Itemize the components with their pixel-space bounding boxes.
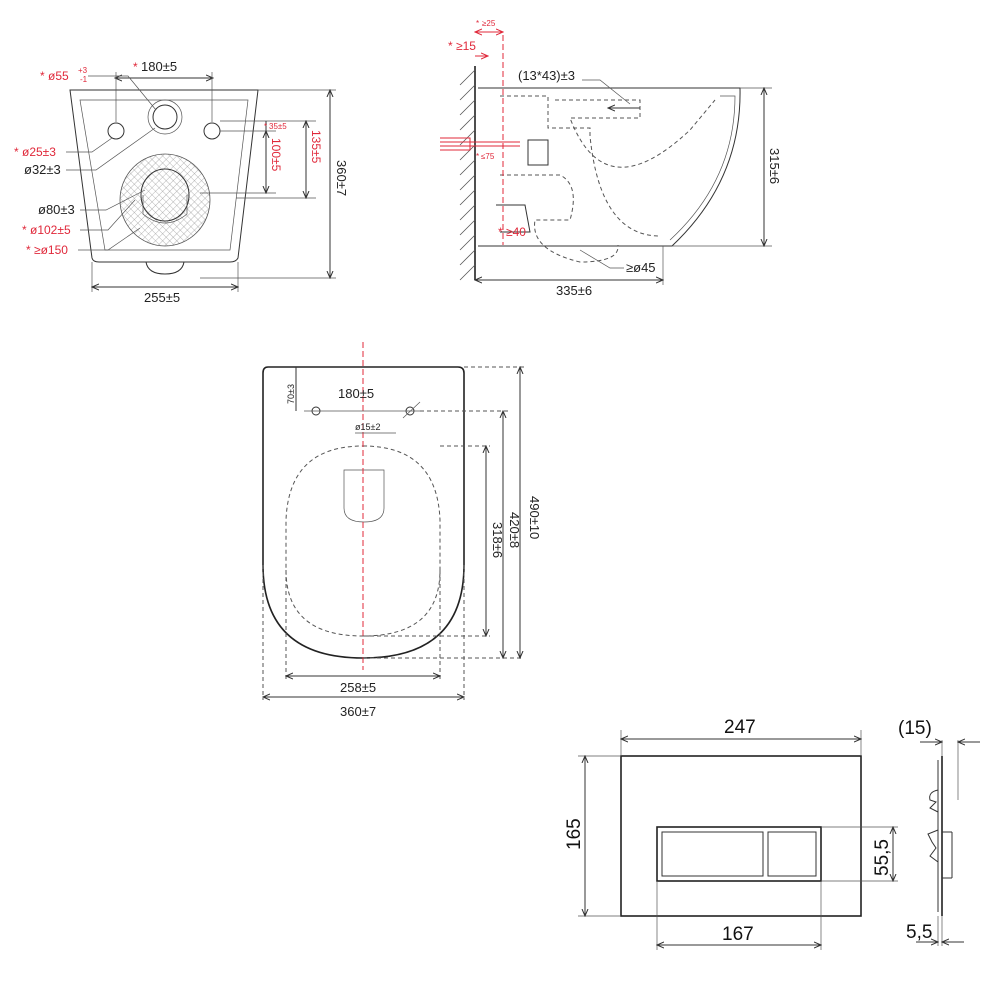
water-inlet-boss xyxy=(147,99,183,135)
dim-35-star: * xyxy=(264,122,267,131)
water-inlet-hole xyxy=(152,104,178,130)
button-frame xyxy=(656,826,822,882)
dim-247-label: 247 xyxy=(724,717,756,738)
dim-15-label: ø15±2 xyxy=(355,422,380,432)
dim-15-label: (15) xyxy=(898,718,932,739)
dim-318-label: 318±6 xyxy=(490,522,505,558)
fixing-hole-right xyxy=(203,122,221,140)
leader-25 xyxy=(66,137,113,153)
profile-clip-bottom xyxy=(927,829,939,900)
dim-80-label: ø80±3 xyxy=(38,202,75,217)
dim-255-label: 255±5 xyxy=(144,290,180,305)
dim-13x43-label: (13*43)±3 xyxy=(518,68,575,83)
dim-32-label: ø32±3 xyxy=(24,162,61,177)
dim-490-label: 490±10 xyxy=(527,496,542,539)
dim-100-label: 100±5 xyxy=(269,138,283,172)
plate-outline xyxy=(620,755,862,917)
leader-32 xyxy=(66,127,156,171)
fixing-hole-left xyxy=(107,122,125,140)
side-rib xyxy=(527,139,549,166)
dim-55-tol-up: +3 xyxy=(78,66,88,75)
side-view: (13*43)±3 * ≥25 * ≥15 * ≤75 * ≥40 ≥ø45 3… xyxy=(440,19,782,298)
dim-75-star: * xyxy=(476,152,479,161)
dim-180-label: 180±5 xyxy=(141,59,177,74)
plate-side-profile: (15) 5,5 xyxy=(898,718,980,946)
dim-15-star: * xyxy=(448,39,453,53)
dim-167-label: 167 xyxy=(722,924,754,945)
dim-360-label: 360±7 xyxy=(340,704,376,719)
front-view: * 180±5 * ø55 +3 -1 * ø25±3 ø32±3 ø80±3 … xyxy=(14,59,349,305)
outlet-notch xyxy=(343,469,385,523)
dim-102-label: ø102±5 xyxy=(30,223,71,237)
outlet-mesh xyxy=(119,153,211,247)
dim-15-label: ≥15 xyxy=(456,39,476,53)
side-trapway xyxy=(500,95,661,237)
leader-80 xyxy=(80,189,146,211)
dim-55-tol-dn: -1 xyxy=(80,75,88,84)
hinge-leader xyxy=(402,401,421,419)
flush-plate: 247 165 55,5 167 (15) xyxy=(564,717,980,950)
profile-clip-top xyxy=(929,789,939,813)
dim-55-star: * xyxy=(40,69,45,83)
dim-315-label: 315±6 xyxy=(767,148,782,184)
dim-25-star: * xyxy=(14,145,19,159)
dim-45-label: ≥ø45 xyxy=(626,260,656,275)
side-outlet-flange xyxy=(496,204,531,233)
dim-35-label: 35±5 xyxy=(269,122,287,131)
dim-75-label: ≤75 xyxy=(481,152,495,161)
leader-45 xyxy=(579,249,624,269)
dim-180-label: 180±5 xyxy=(338,386,374,401)
dim-165-label: 165 xyxy=(564,818,585,850)
dim-102-star: * xyxy=(22,223,27,237)
dim-25-label: ø25±3 xyxy=(22,145,56,159)
wall-hatch xyxy=(459,69,476,281)
dim-55-5-label: 55,5 xyxy=(872,839,893,876)
dim-40-star: * xyxy=(498,225,503,239)
leader-13x43 xyxy=(582,79,631,105)
button-large[interactable] xyxy=(661,831,764,877)
side-outlet-path xyxy=(500,174,619,263)
button-small[interactable] xyxy=(767,831,817,877)
dim-70-label: 70±3 xyxy=(286,384,296,404)
dim-360-label: 360±7 xyxy=(334,160,349,196)
dim-25-label: ≥25 xyxy=(482,19,496,28)
dim-335-label: 335±6 xyxy=(556,283,592,298)
dim-150-star: * xyxy=(26,243,31,257)
dim-258-label: 258±5 xyxy=(340,680,376,695)
bolt-head xyxy=(440,137,471,151)
front-bowl-outline xyxy=(69,89,259,263)
outlet-pipe-body xyxy=(142,195,188,224)
side-inner-bowl xyxy=(555,99,716,168)
dim-25-star: * xyxy=(476,19,479,28)
dim-5-5-label: 5,5 xyxy=(906,922,932,943)
side-bowl-outline xyxy=(478,87,741,247)
leader-55 xyxy=(88,75,157,111)
front-lip xyxy=(145,261,185,275)
dim-135-label: 135±5 xyxy=(309,130,323,164)
leader-102 xyxy=(80,199,136,231)
side-rim xyxy=(669,95,736,241)
dim-40-label: ≥40 xyxy=(506,225,526,239)
dim-150-label: ≥ø150 xyxy=(34,243,68,257)
dim-180-star: * xyxy=(133,60,138,74)
leader-150 xyxy=(78,227,141,251)
front-bowl-inner xyxy=(79,99,249,251)
outlet-pipe xyxy=(140,168,190,222)
dim-420-label: 420±8 xyxy=(507,512,522,548)
top-view: 70±3 180±5 ø15±2 490±10 420±8 318±6 258±… xyxy=(263,342,542,719)
dim-55-label: ø55 xyxy=(48,69,69,83)
